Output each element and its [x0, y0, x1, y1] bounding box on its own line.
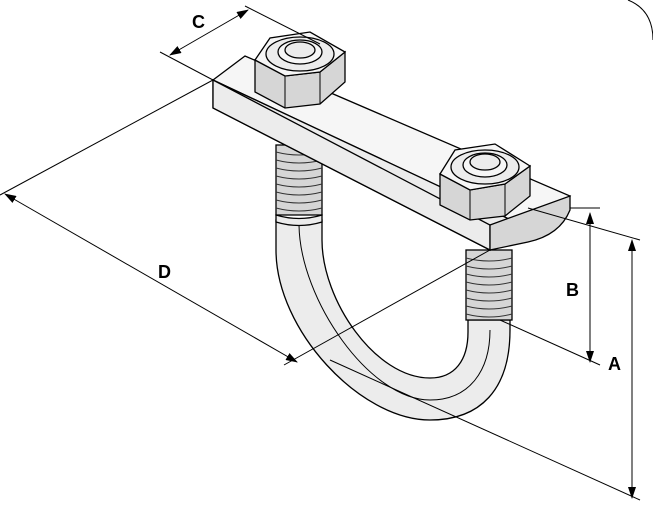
nut-right: [439, 143, 532, 221]
thread-right: [465, 249, 513, 321]
dimension-label-c: C: [192, 12, 205, 32]
nut-left: [254, 31, 347, 109]
dimension-label-b: B: [566, 280, 579, 300]
dimension-c: C: [159, 5, 321, 81]
dimension-label-a: A: [608, 354, 621, 374]
dimension-d: D: [0, 79, 491, 366]
frame-corner: [627, 0, 653, 41]
dimension-label-d: D: [158, 262, 171, 282]
dimension-a: A: [329, 207, 641, 501]
u-bolt-bend: [275, 219, 511, 421]
dimension-b: B: [499, 207, 601, 366]
